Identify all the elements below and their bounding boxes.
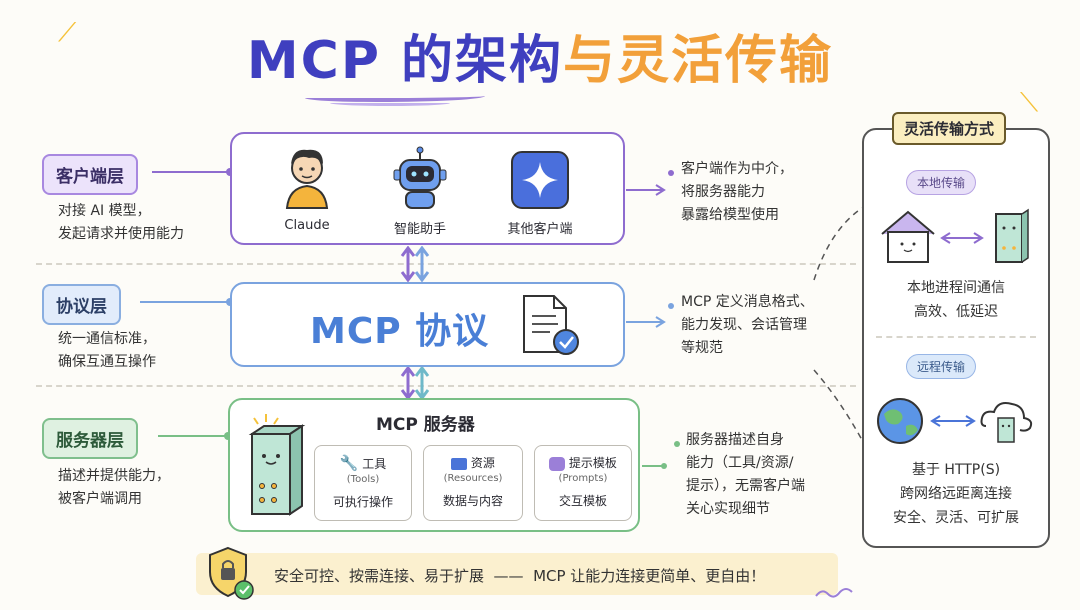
local-transport-pill: 本地传输 (906, 170, 977, 195)
title-part-1: MCP 的架构 (246, 31, 564, 91)
remote-transport-text: 基于 HTTP(S) 跨网络远距离连接 安全、灵活、可扩展 (862, 458, 1050, 530)
note-line: 能力（工具/资源/ (686, 455, 794, 471)
desc-line: 确保互通互操作 (58, 354, 156, 370)
note-line: 客户端作为中介， (681, 161, 793, 177)
separator-line (36, 263, 856, 265)
other-client: 其他客户端 (498, 150, 582, 237)
note-line: 服务器描述自身 (686, 432, 784, 448)
double-arrow-icon (930, 415, 976, 427)
banner-text: 安全可控、按需连接、易于扩展 —— MCP 让能力连接更简单、更自由！ (274, 567, 766, 585)
card-desc: 可执行操作 (332, 495, 393, 509)
remote-transport-illustration (877, 398, 1033, 444)
panel-line: 高效、低延迟 (914, 304, 998, 320)
note-line: 能力发现、会话管理 (681, 317, 807, 333)
bullet-dot (668, 170, 674, 176)
title-part-2: 与灵活传输 (563, 31, 834, 91)
tools-card: 🔧 工具 (Tools) 可执行操作 (314, 445, 412, 521)
protocol-note: MCP 定义消息格式、 能力发现、会话管理 等规范 (681, 291, 814, 360)
dashed-connectors (813, 207, 863, 441)
note-line: 关心实现细节 (686, 501, 770, 517)
bidirectional-arrow-icon (400, 366, 430, 400)
protocol-layer-tag: 协议层 (42, 284, 121, 325)
local-transport-text: 本地进程间通信 高效、低延迟 (862, 276, 1050, 324)
sparkle-icon: ⟋ (58, 18, 77, 48)
globe-icon (877, 398, 923, 444)
cloud-server-icon (980, 402, 1033, 443)
tag-connectors (140, 168, 234, 440)
server-mini-icon (995, 208, 1029, 263)
double-arrow-icon (940, 232, 984, 244)
prompts-card: 提示模板 (Prompts) 交互模板 (534, 445, 632, 521)
protocol-label: MCP 协议 (310, 311, 490, 352)
card-name: 工具 (362, 457, 387, 471)
panel-line: 跨网络远距离连接 (900, 486, 1012, 502)
remote-transport-pill: 远程传输 (906, 354, 977, 379)
bullet-dot (668, 303, 674, 309)
note-line: 提示），无需客户端 (686, 478, 805, 494)
note-line: 等规范 (681, 340, 723, 356)
card-name: 提示模板 (568, 456, 617, 470)
claude-client: Claude (272, 146, 342, 233)
robot-icon (393, 146, 447, 209)
card-name: 资源 (470, 456, 495, 470)
bottom-banner (196, 553, 838, 595)
title-underline-2 (330, 100, 450, 106)
separator-line (36, 385, 856, 387)
card-desc: 数据与内容 (442, 494, 503, 508)
bidirectional-arrow-icon (400, 246, 430, 282)
protocol-layer-desc: 统一通信标准， 确保互通互操作 (58, 328, 156, 374)
folder-icon (451, 457, 468, 470)
panel-line: 基于 HTTP(S) (911, 462, 1001, 478)
client-layer-tag: 客户端层 (42, 154, 138, 195)
security-shield-icon (209, 546, 254, 600)
note-line: MCP 定义消息格式、 (681, 294, 814, 310)
desc-line: 对接 AI 模型， (58, 203, 151, 219)
client-note: 客户端作为中介， 将服务器能力 暴露给模型使用 (681, 158, 793, 227)
panel-separator (876, 336, 1036, 338)
note-line: 将服务器能力 (681, 184, 765, 200)
resources-card: 资源 (Resources) 数据与内容 (423, 445, 523, 521)
assistant-client: 智能助手 (385, 146, 455, 237)
sparkle-app-icon (511, 151, 569, 209)
squiggle-decoration (815, 588, 853, 598)
sparkle-icon: ⟍ (1020, 88, 1039, 118)
chat-bubble-icon (549, 456, 566, 471)
client-label: 其他客户端 (507, 222, 573, 237)
panel-line: 安全、灵活、可扩展 (893, 510, 1019, 526)
house-icon (881, 210, 935, 263)
server-note: 服务器描述自身 能力（工具/资源/ 提示），无需客户端 关心实现细节 (686, 429, 805, 521)
desc-line: 统一通信标准， (58, 331, 156, 347)
page-title: MCP 的架构与灵活传输 (0, 18, 1080, 93)
verified-document-icon (523, 295, 579, 355)
bullet-dot (674, 441, 680, 447)
client-label: Claude (284, 218, 330, 233)
client-label: 智能助手 (393, 222, 446, 237)
server-title: MCP 服务器 (376, 415, 475, 435)
panel-line: 本地进程间通信 (907, 280, 1005, 296)
desc-line: 发起请求并使用能力 (58, 226, 184, 242)
note-arrows (626, 184, 667, 469)
desc-line: 描述并提供能力， (58, 468, 170, 484)
card-en: (Tools) (346, 474, 380, 485)
server-layer-desc: 描述并提供能力， 被客户端调用 (58, 465, 170, 511)
note-line: 暴露给模型使用 (681, 207, 779, 223)
desc-line: 被客户端调用 (58, 491, 142, 507)
person-avatar-icon (285, 149, 329, 209)
local-transport-illustration (881, 208, 1029, 263)
transport-header: 灵活传输方式 (892, 112, 1007, 145)
client-layer-desc: 对接 AI 模型， 发起请求并使用能力 (58, 200, 184, 246)
server-layer-tag: 服务器层 (42, 418, 138, 459)
card-desc: 交互模板 (558, 494, 607, 508)
card-en: (Prompts) (558, 473, 608, 484)
wrench-icon: 🔧 (339, 454, 359, 472)
card-en: (Resources) (443, 473, 503, 484)
server-tower-icon (248, 414, 306, 516)
